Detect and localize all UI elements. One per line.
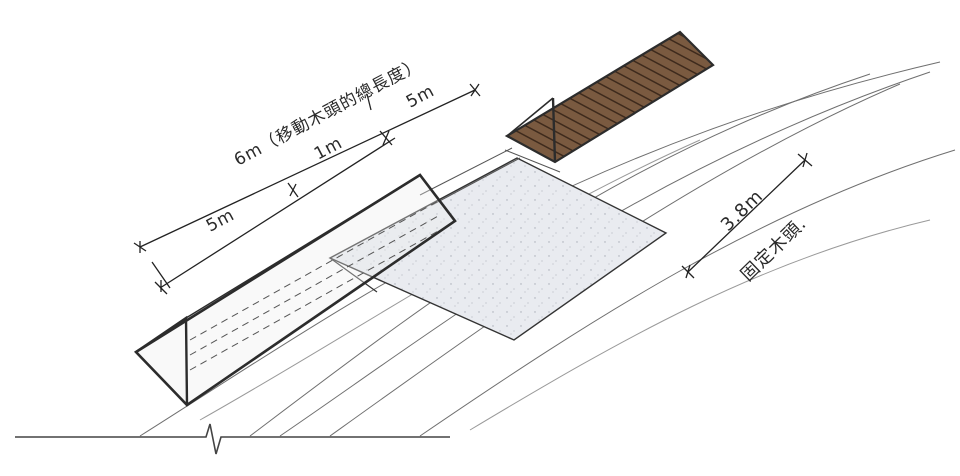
segment-upper-label: 5m — [203, 205, 238, 236]
ground-line — [15, 423, 450, 455]
segment-mid-label: 1m — [311, 133, 346, 164]
dimension-fixed — [681, 152, 813, 279]
segment-lower-label: 5m — [403, 81, 438, 112]
concrete-platform — [328, 157, 668, 341]
walkway-rails — [419, 147, 561, 206]
dimension-total — [133, 83, 481, 253]
fixed-dock-label: 固定木頭. — [737, 213, 811, 286]
fixed-dock-length-label: 3.8m — [717, 186, 768, 236]
movable-dock — [133, 173, 457, 407]
dimension-segments — [151, 130, 396, 295]
fixed-dock — [504, 30, 715, 164]
